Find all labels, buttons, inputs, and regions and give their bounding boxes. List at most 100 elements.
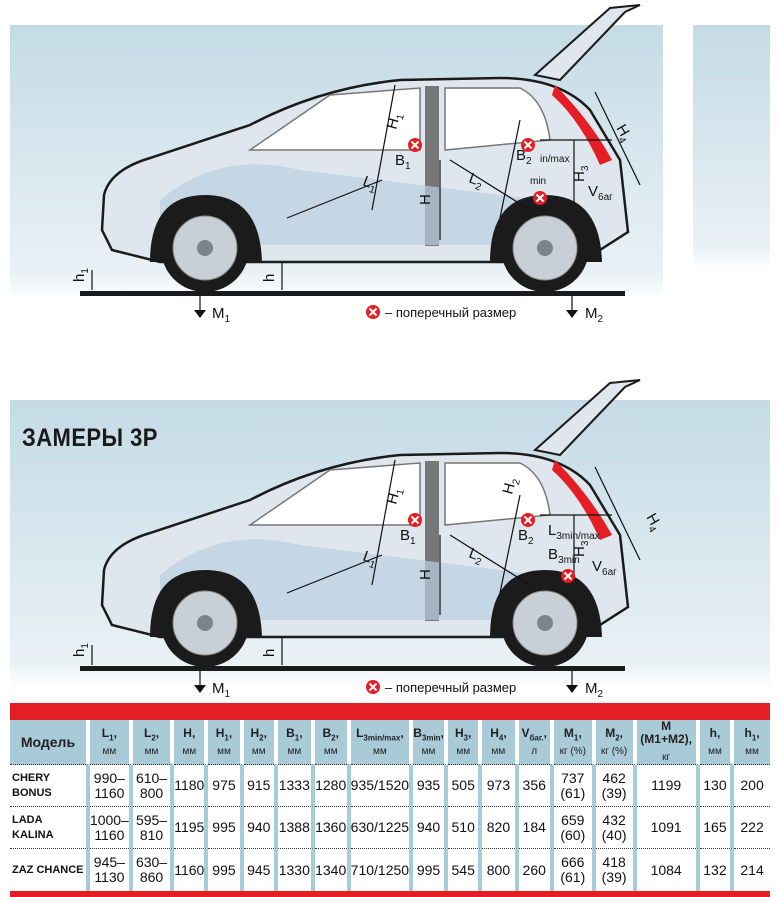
column-header-unit: мм: [182, 745, 197, 757]
column-header: L3min/max,мм: [350, 720, 414, 766]
column-header-sub: 3min: [421, 732, 441, 742]
table-cell: 184: [518, 807, 554, 850]
column-header: M1,кг (%): [553, 720, 596, 766]
table-cell: 710/1250: [351, 849, 414, 892]
column-header-label: H: [490, 725, 499, 740]
model-name-cell: LADA KALINA: [10, 807, 90, 850]
table-cell: 1160: [174, 849, 209, 892]
column-header-sub: 4: [498, 732, 504, 742]
column-header-unit: мм: [287, 745, 302, 757]
column-header: h,мм: [699, 720, 735, 766]
table-cell: 945: [244, 849, 278, 892]
column-header-label: B: [413, 725, 422, 740]
column-header: B3min,мм: [413, 720, 449, 766]
column-header-label: H: [454, 725, 464, 740]
model-name-cell: ZAZ CHANCE: [10, 849, 90, 892]
model-name-cell: CHERY BONUS: [10, 765, 90, 808]
label-l3_partial: in/max: [540, 154, 569, 165]
column-header: B1,мм: [277, 720, 315, 766]
column-header: M2,кг (%): [595, 720, 637, 766]
column-header-unit: мм: [217, 745, 231, 757]
table-cell: 1000– 1160: [89, 807, 133, 850]
table-cell: 595– 810: [132, 807, 175, 850]
legend-cross-icon: [366, 680, 380, 694]
table-cell: 132: [700, 849, 735, 892]
column-header: H3,мм: [448, 720, 483, 766]
label-b2: B2: [516, 147, 532, 167]
label-b2: B2: [518, 527, 534, 547]
column-header: B2,мм: [314, 720, 351, 766]
cross-marker-icon: [533, 191, 547, 205]
column-header-sub: 1: [224, 732, 229, 742]
column-header-label: M: [563, 725, 574, 740]
column-header-sub: бaг.: [529, 732, 544, 742]
column-header-sub: 3min/max: [363, 732, 401, 742]
table-cell: 356: [518, 765, 554, 808]
cross-marker-icon: [521, 138, 535, 152]
table-cell: 130: [699, 765, 735, 808]
label-v: V6аг: [592, 558, 617, 578]
column-header-label: L: [101, 725, 110, 740]
column-header: H,мм: [174, 720, 209, 766]
column-header: Vбaг.,л: [518, 720, 554, 766]
section-title: ЗАМЕРЫ 3Р: [22, 424, 158, 452]
table-cell: 940: [413, 807, 449, 850]
column-header-label: M (M1+M2): [640, 719, 689, 746]
label-m1: M1: [212, 680, 231, 700]
column-header: H2,мм: [243, 720, 278, 766]
table-cell: 1360: [314, 807, 351, 850]
column-header-sub: 2: [151, 732, 156, 742]
label-h: H: [417, 569, 434, 580]
diagram-panel-side-strip: [693, 25, 770, 270]
table-cell: 1280: [314, 765, 351, 808]
column-header: L2,мм: [132, 720, 175, 766]
table-cell: 545: [448, 849, 483, 892]
table-cell: 666 (61): [554, 849, 596, 892]
diagram-labels-3door: H1B1L1HH2B2L3min/maxH3V6агB3minL2H4h1hM1…: [71, 475, 663, 700]
column-header-sub: 2: [615, 732, 620, 742]
label-h: h: [261, 649, 278, 657]
table-cell: 1333: [277, 765, 315, 808]
table-cell: 940: [243, 807, 278, 850]
table-cell: 1091: [636, 807, 700, 850]
column-header-unit: мм: [144, 745, 159, 757]
legend-text: – поперечный размер: [385, 680, 516, 695]
column-header-unit: л: [531, 745, 538, 757]
table-cell: 432 (40): [595, 807, 637, 850]
label-b3_partial: min: [530, 176, 546, 187]
label-h1: H1: [383, 110, 407, 131]
column-header: H4,мм: [482, 720, 519, 766]
column-header-sub: 1: [573, 732, 579, 742]
table-cell: 995: [208, 807, 244, 850]
column-header-label: h: [744, 725, 752, 740]
column-header-unit: мм: [372, 745, 387, 757]
label-h2: H2: [499, 475, 523, 496]
column-header-sub: 1: [294, 732, 300, 742]
label-h1: h1: [71, 643, 91, 657]
column-header-sub: 1: [751, 732, 757, 742]
cross-marker-icon: [408, 138, 422, 152]
table-cell: 630– 860: [133, 849, 175, 892]
column-header-unit: кг: [662, 752, 671, 764]
column-header-label: V: [521, 725, 530, 740]
table-cell: 165: [699, 807, 735, 850]
column-header-label: H: [215, 725, 225, 740]
label-m1: M1: [212, 305, 231, 325]
column-header-label: Модель: [20, 733, 76, 750]
label-b3: B3min: [548, 546, 580, 566]
label-m2: M2: [585, 680, 604, 700]
label-l2: L2: [466, 545, 486, 569]
column-header-unit: мм: [745, 745, 759, 757]
column-header-label: H: [250, 725, 260, 740]
table-cell: 995: [208, 849, 244, 892]
table-cell: 222: [734, 807, 770, 850]
column-header-label: H: [183, 725, 192, 740]
column-header-unit: мм: [491, 745, 506, 757]
column-header-unit: мм: [708, 745, 722, 757]
cross-marker-icon: [521, 513, 535, 527]
table-cell: 1199: [636, 765, 700, 808]
